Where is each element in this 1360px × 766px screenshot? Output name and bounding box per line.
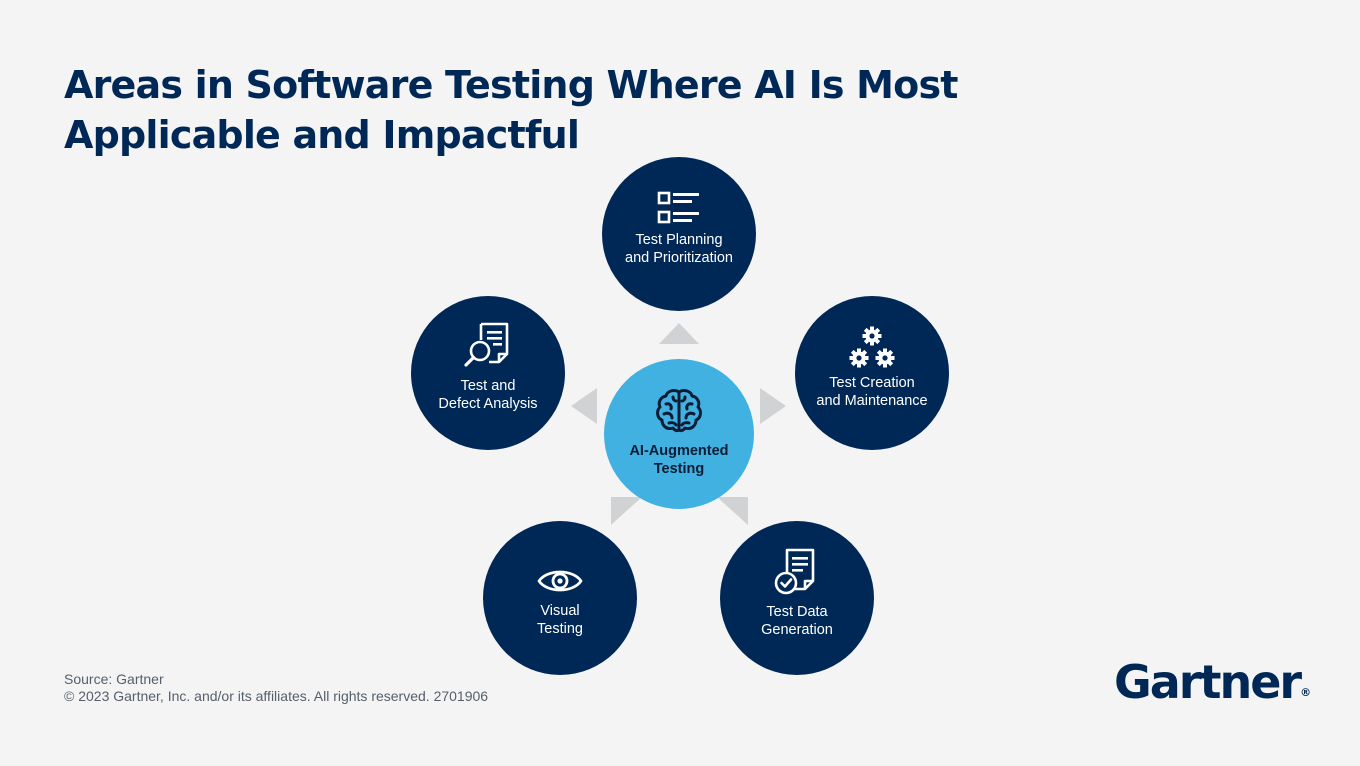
gartner-logo: Gartner® <box>1114 652 1311 723</box>
title-line-1: Areas in Software Testing Where AI Is Mo… <box>64 63 958 107</box>
arrow-to-data <box>717 497 748 525</box>
center-label-line-2: Testing <box>653 460 705 477</box>
node-defect-analysis: Test and Defect Analysis <box>411 296 565 450</box>
brain-icon <box>656 389 702 433</box>
node-defect-analysis-line-2: Defect Analysis <box>438 395 538 412</box>
source-footer: Source: Gartner © 2023 Gartner, Inc. and… <box>64 671 488 705</box>
node-defect-analysis-line-1: Test and <box>460 378 516 394</box>
node-test-planning: Test Planning and Prioritization <box>602 157 756 311</box>
node-test-data: Test Data Generation <box>720 521 874 675</box>
node-test-creation-label: Test Creation and Maintenance <box>803 375 941 410</box>
node-test-planning-label: Test Planning and Prioritization <box>610 232 748 267</box>
checklist-icon <box>657 191 699 224</box>
node-visual-testing-line-1: Visual <box>540 603 580 619</box>
logo-registered-mark: ® <box>1300 686 1312 699</box>
eye-icon <box>537 570 583 592</box>
arrow-to-creation <box>760 388 786 424</box>
arrow-to-visual <box>611 497 642 525</box>
node-test-creation: Test Creation and Maintenance <box>795 296 949 450</box>
node-test-data-line-2: Generation <box>761 621 833 638</box>
title-line-2: Applicable and Impactful <box>64 113 580 157</box>
node-test-planning-line-2: and Prioritization <box>625 249 733 266</box>
logo-text: Gartner <box>1114 655 1302 709</box>
node-defect-analysis-label: Test and Defect Analysis <box>419 378 557 413</box>
node-test-data-line-1: Test Data <box>766 604 828 620</box>
copyright-line: © 2023 Gartner, Inc. and/or its affiliat… <box>64 688 489 704</box>
center-label: AI-Augmented Testing <box>612 443 746 478</box>
node-test-data-label: Test Data Generation <box>728 604 866 639</box>
source-line: Source: Gartner <box>64 671 164 687</box>
center-label-line-1: AI-Augmented <box>629 443 729 459</box>
gears-icon <box>849 326 895 368</box>
document-check-icon <box>774 548 815 595</box>
center-node-ai-augmented-testing: AI-Augmented Testing <box>604 359 754 509</box>
arrow-to-planning <box>659 323 699 344</box>
node-test-creation-line-1: Test Creation <box>829 375 915 391</box>
node-test-creation-line-2: and Maintenance <box>816 392 928 409</box>
node-visual-testing-line-2: Testing <box>537 620 583 637</box>
document-search-icon <box>464 322 509 367</box>
arrow-to-analysis <box>571 388 597 424</box>
page-title: Areas in Software Testing Where AI Is Mo… <box>64 60 1064 160</box>
node-visual-testing: Visual Testing <box>483 521 637 675</box>
node-visual-testing-label: Visual Testing <box>491 603 629 638</box>
node-test-planning-line-1: Test Planning <box>635 232 723 248</box>
